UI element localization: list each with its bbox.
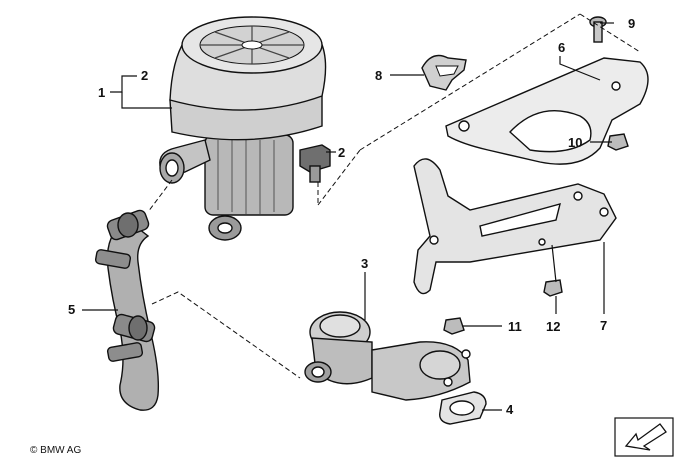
nut-10 xyxy=(607,133,629,151)
bolt xyxy=(589,16,607,43)
connector-plug xyxy=(299,144,331,183)
callout-10: 10 xyxy=(568,135,582,150)
nut-12 xyxy=(543,279,563,297)
air-hose xyxy=(94,209,159,411)
callout-5: 5 xyxy=(68,302,75,317)
callout-2a: 2 xyxy=(141,68,148,83)
clip xyxy=(421,54,467,91)
callout-11: 11 xyxy=(508,319,522,334)
callout-labels: 1 2 2 3 4 5 6 7 8 9 10 11 12 xyxy=(68,16,635,417)
callout-4: 4 xyxy=(506,402,514,417)
callout-9: 9 xyxy=(628,16,635,31)
callout-2b: 2 xyxy=(338,145,345,160)
callout-1: 1 xyxy=(98,85,105,100)
gasket xyxy=(439,391,487,425)
callout-12: 12 xyxy=(546,319,560,334)
secondary-air-pump xyxy=(159,16,327,241)
copyright-text: © BMW AG xyxy=(30,445,82,456)
bracket-7 xyxy=(413,158,617,295)
corner-arrow-icon xyxy=(614,417,674,457)
callout-7: 7 xyxy=(600,318,607,333)
callout-3: 3 xyxy=(361,256,368,271)
bracket-6 xyxy=(445,57,649,165)
nut-11 xyxy=(443,317,465,335)
leader-lines xyxy=(82,22,614,411)
callout-6: 6 xyxy=(558,40,565,55)
check-valve xyxy=(304,311,471,401)
assembly-lines xyxy=(147,13,641,379)
callout-8: 8 xyxy=(375,68,382,83)
